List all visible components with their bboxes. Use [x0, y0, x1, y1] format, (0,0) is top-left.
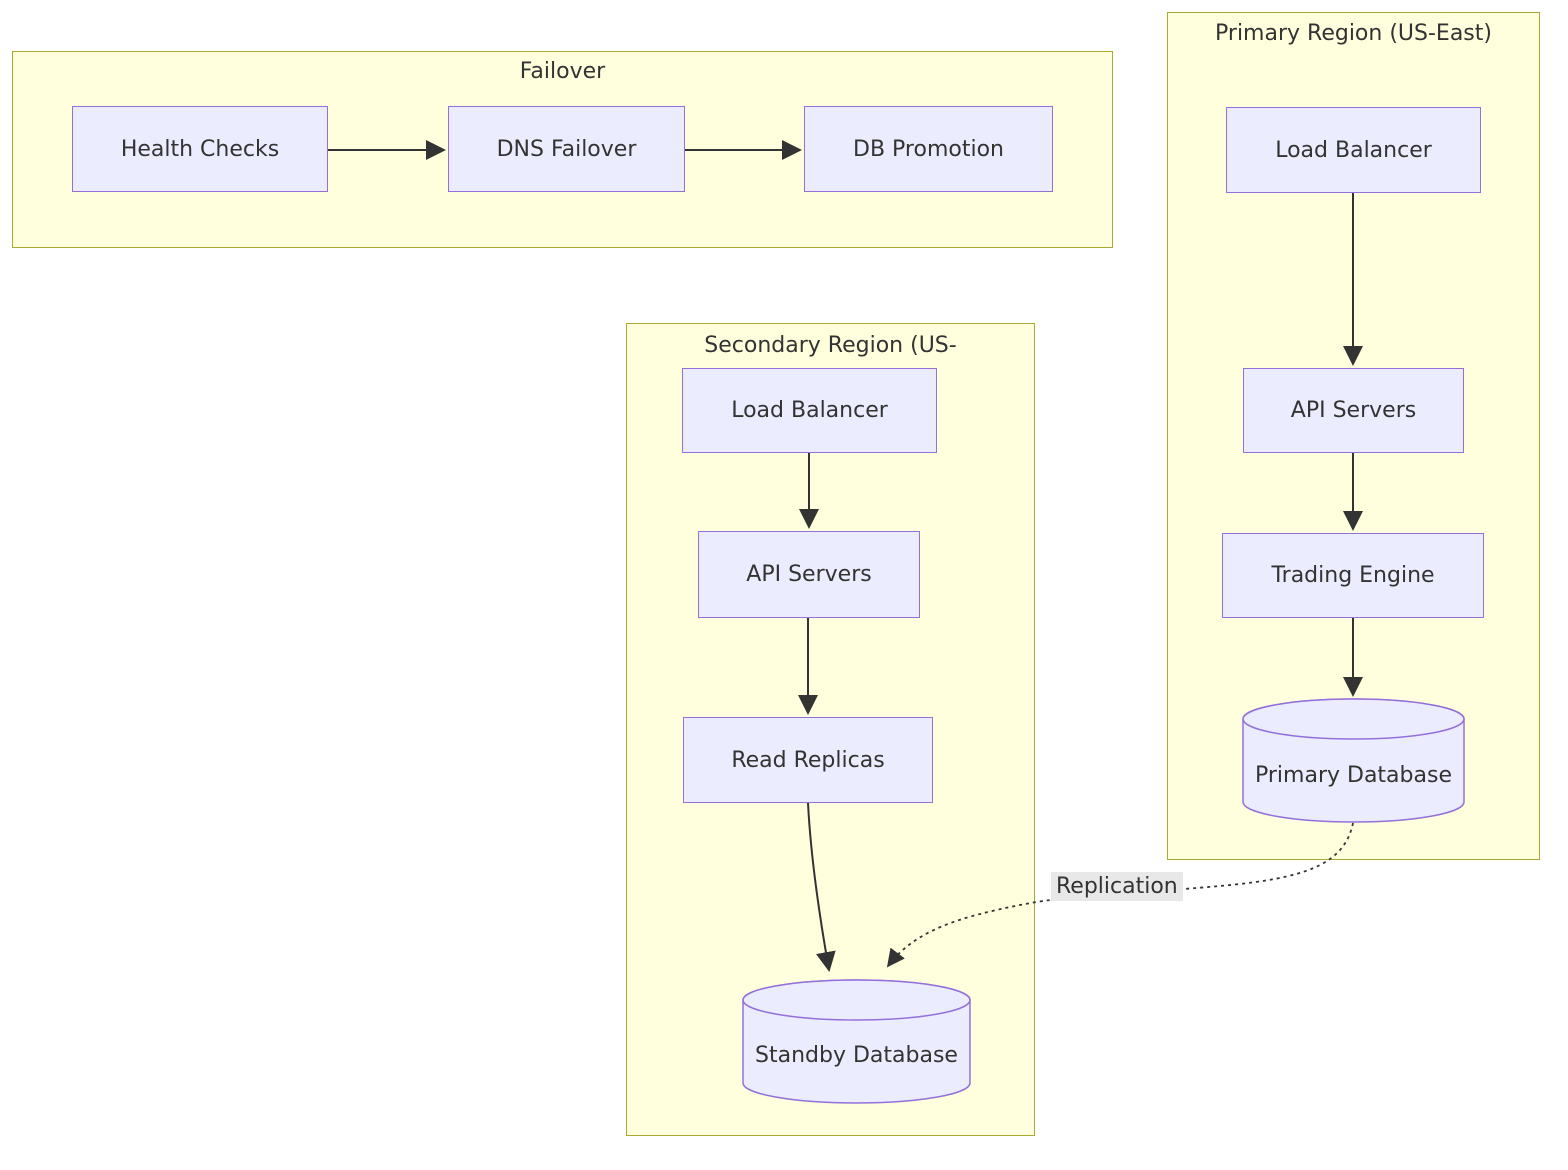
node-secondary-load-balancer: Load Balancer — [682, 368, 937, 453]
node-primary-database-label: Primary Database — [1255, 762, 1452, 788]
cluster-secondary-region-title: Secondary Region (US- — [704, 333, 957, 358]
node-secondary-api-servers: API Servers — [698, 531, 920, 618]
node-primary-api-servers: API Servers — [1243, 368, 1464, 453]
node-primary-load-balancer: Load Balancer — [1226, 107, 1481, 193]
edge-label-replication: Replication — [1051, 872, 1183, 901]
node-standby-database-label: Standby Database — [755, 1042, 958, 1068]
node-db-promotion: DB Promotion — [804, 106, 1053, 192]
node-trading-engine: Trading Engine — [1222, 533, 1484, 618]
cluster-primary-region-title: Primary Region (US-East) — [1215, 21, 1492, 46]
node-read-replicas: Read Replicas — [683, 717, 933, 803]
cluster-failover-title: Failover — [519, 59, 606, 84]
node-health-checks: Health Checks — [72, 106, 328, 192]
node-dns-failover: DNS Failover — [448, 106, 685, 192]
